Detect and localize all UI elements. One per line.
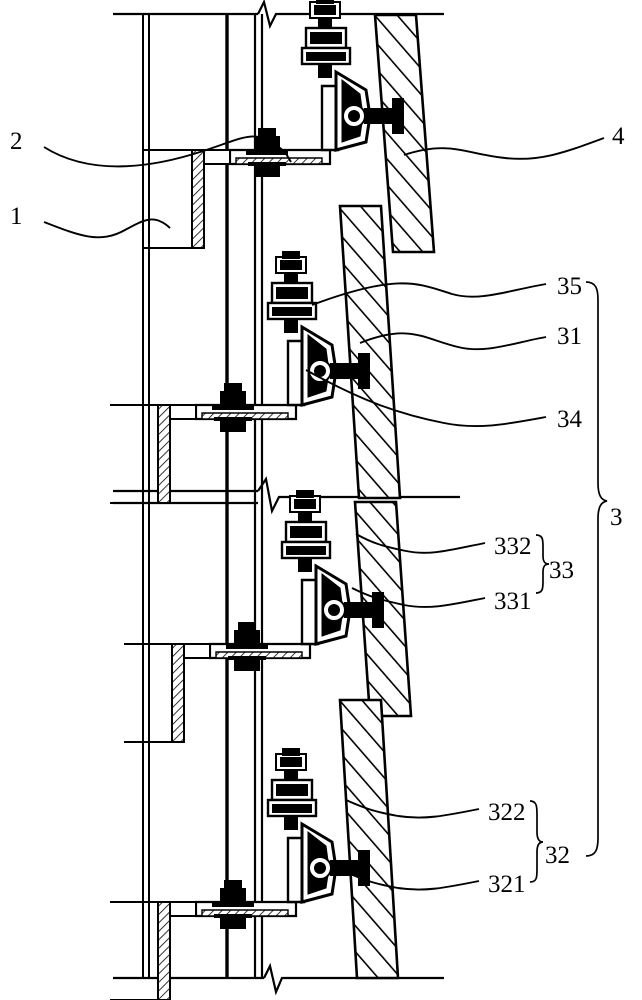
ref-label-31: 31 <box>557 323 582 350</box>
leader-ref-331 <box>351 587 486 608</box>
ref-label-1: 1 <box>10 203 23 230</box>
leader-ref-332 <box>355 533 486 554</box>
leader-lines <box>43 135 605 891</box>
leader-ref-35 <box>311 282 547 306</box>
cladding-panel-b <box>338 204 402 500</box>
leader-ref-1 <box>43 218 171 239</box>
brace-group <box>529 281 608 883</box>
ref-label-322: 322 <box>488 799 526 826</box>
ref-label-332: 332 <box>494 533 532 560</box>
brace-33 <box>535 534 550 594</box>
leader-ref-31 <box>359 332 547 351</box>
leader-ref-322 <box>345 799 480 819</box>
leader-ref-2 <box>43 135 292 168</box>
ref-label-3: 3 <box>610 504 623 531</box>
break-line-bottom <box>113 962 444 996</box>
ref-label-33: 33 <box>549 557 574 584</box>
brace-32 <box>529 800 544 883</box>
leader-ref-321 <box>345 871 480 891</box>
ref-label-34: 34 <box>557 406 582 433</box>
cladding-panel-a <box>373 13 436 254</box>
cladding-panel-d <box>338 698 400 980</box>
ref-label-2: 2 <box>10 128 23 155</box>
ref-label-321: 321 <box>488 871 526 898</box>
ref-label-35: 35 <box>557 273 582 300</box>
leader-ref-34 <box>305 369 547 428</box>
leader-ref-4 <box>403 137 605 160</box>
ref-label-4: 4 <box>612 123 625 150</box>
brace-3 <box>585 281 608 857</box>
ref-label-32: 32 <box>545 842 570 869</box>
ref-label-331: 331 <box>494 588 532 615</box>
